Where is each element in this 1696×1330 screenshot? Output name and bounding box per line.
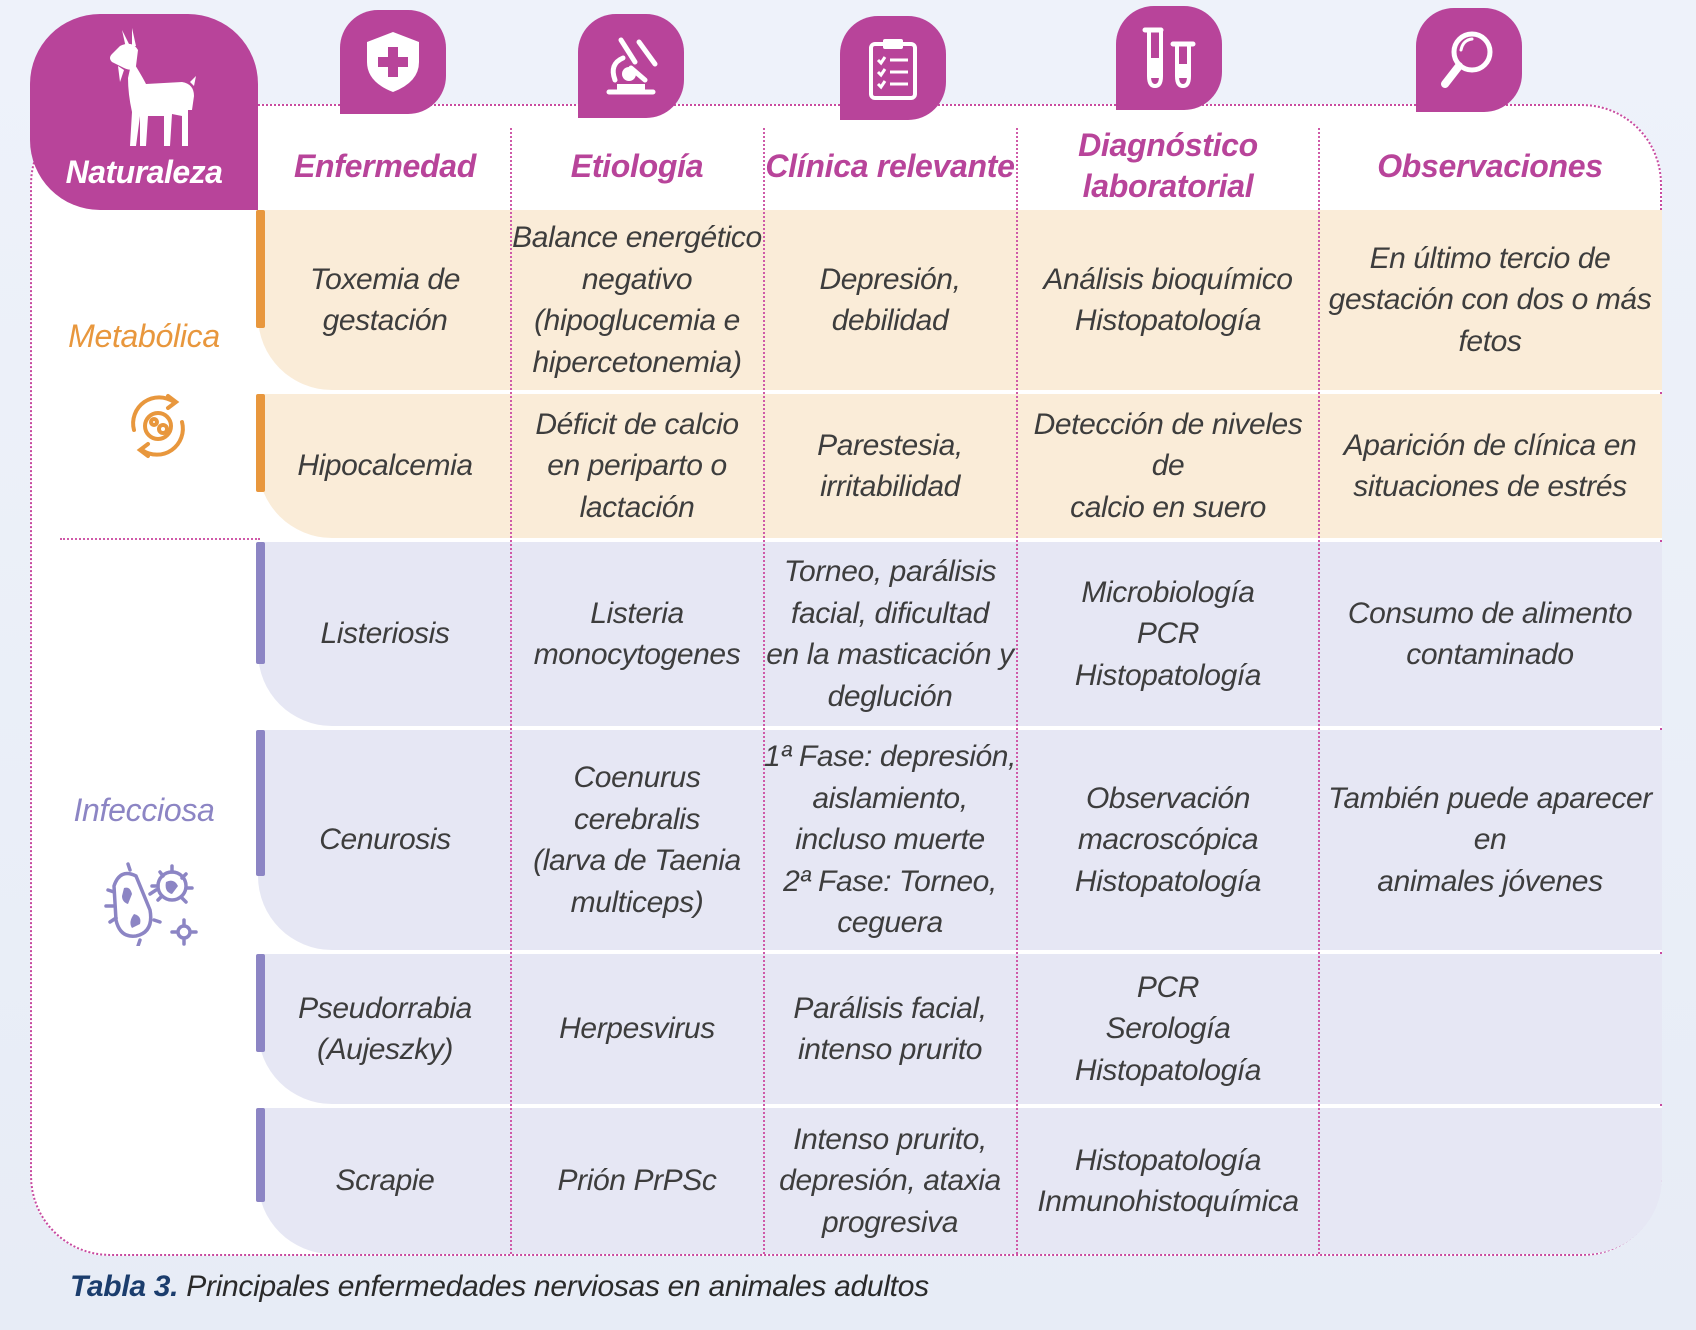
cell-enfermedad: Scrapie	[335, 1164, 435, 1198]
row-bg	[258, 1108, 1662, 1254]
row-bg	[258, 730, 1662, 950]
cell-clinica: Intenso prurito, depresión, ataxia progr…	[779, 1122, 1001, 1239]
clipboard-icon	[869, 39, 917, 100]
germs-icon	[104, 862, 198, 946]
cell-etiologia: Listeria monocytogenes	[533, 596, 741, 672]
caption-text: Principales enfermedades nerviosas en an…	[178, 1270, 929, 1303]
shield-cross-icon	[367, 32, 419, 92]
cell-clinica: 1ª Fase: depresión, aislamiento, incluso…	[764, 740, 1016, 940]
header-etiologia: Etiología	[570, 147, 704, 184]
microscope-icon	[606, 37, 658, 95]
cell-diagnostico: Observación macroscópica Histopatología	[1074, 781, 1262, 898]
cell-etiologia: Prión PrPSc	[557, 1164, 717, 1198]
cell-diagnostico: Microbiología PCR Histopatología	[1074, 575, 1262, 692]
cell-enfermedad: Pseudorrabia (Aujeszky)	[298, 991, 472, 1067]
cell-enfermedad: Cenurosis	[319, 823, 451, 857]
cell-enfermedad: Listeriosis	[320, 617, 450, 651]
row-marker	[256, 730, 265, 876]
cell-clinica: Parálisis facial, intenso prurito	[793, 991, 987, 1067]
clinica-icon-tab	[840, 16, 946, 120]
cell-clinica: Torneo, parálisis facial, dificultad en …	[766, 555, 1014, 713]
column-separator	[510, 128, 512, 1254]
cell-etiologia: Déficit de calcio en periparto o lactaci…	[535, 407, 739, 524]
goat-icon	[110, 28, 196, 146]
row-marker	[256, 542, 265, 664]
row-marker	[256, 1108, 265, 1202]
category-infecciosa: Infecciosa	[73, 792, 215, 828]
row-marker	[256, 954, 265, 1052]
cell-diagnostico: Detección de niveles de calcio en suero	[1033, 407, 1303, 524]
column-separator	[1318, 128, 1320, 1254]
header-clinica: Clínica relevante	[765, 147, 1015, 184]
cell-clinica: Parestesia, irritabilidad	[817, 428, 963, 504]
header-diagnostico: Diagnóstico laboratorial	[1078, 127, 1258, 204]
row-bg	[258, 210, 1662, 390]
magnifier-icon	[1441, 31, 1493, 88]
cell-clinica: Depresión, debilidad	[819, 262, 961, 338]
naturaleza-header: Naturaleza	[30, 14, 258, 210]
row-bg	[258, 394, 1662, 538]
cell-etiologia: Herpesvirus	[559, 1012, 715, 1046]
enfermedad-icon-tab	[340, 10, 446, 114]
category-separator	[60, 538, 260, 540]
cell-diagnostico: PCR Serología Histopatología	[1074, 970, 1262, 1087]
row-bg	[258, 954, 1662, 1104]
cell-observaciones: Aparición de clínica en situaciones de e…	[1343, 428, 1637, 504]
header-enfermedad: Enfermedad	[294, 147, 476, 184]
cell-etiologia: Balance energético negativo (hipoglucemi…	[512, 221, 762, 379]
column-separator	[1016, 128, 1018, 1254]
cell-observaciones	[1320, 1108, 1660, 1254]
row-bg	[258, 542, 1662, 726]
cell-observaciones: También puede aparecer en animales jóven…	[1328, 781, 1652, 898]
category-metabolica: Metabólica	[68, 318, 220, 354]
observaciones-icon-tab	[1416, 8, 1522, 112]
table-caption: Tabla 3. Principales enfermedades nervio…	[70, 1270, 929, 1304]
cell-observaciones: En último tercio de gestación con dos o …	[1328, 241, 1652, 358]
header-observaciones: Observaciones	[1377, 147, 1603, 184]
metabolism-cycle-icon	[131, 394, 185, 458]
cell-observaciones	[1320, 954, 1660, 1104]
cell-enfermedad: Hipocalcemia	[297, 449, 473, 483]
test-tubes-icon	[1142, 27, 1196, 89]
cell-enfermedad: Toxemia de gestación	[310, 262, 460, 338]
naturaleza-label: Naturaleza	[65, 154, 223, 190]
etiologia-icon-tab	[578, 14, 684, 118]
cell-diagnostico: Histopatología Inmunohistoquímica	[1037, 1143, 1299, 1219]
cell-etiologia: Coenurus cerebralis (larva de Taenia mul…	[533, 761, 741, 919]
row-marker	[256, 210, 265, 328]
column-separator	[763, 128, 765, 1254]
row-marker	[256, 394, 265, 492]
diagnostico-icon-tab	[1116, 6, 1222, 110]
cell-diagnostico: Análisis bioquímico Histopatología	[1043, 262, 1293, 338]
caption-label: Tabla 3.	[70, 1270, 179, 1303]
cell-observaciones: Consumo de alimento contaminado	[1347, 596, 1633, 672]
